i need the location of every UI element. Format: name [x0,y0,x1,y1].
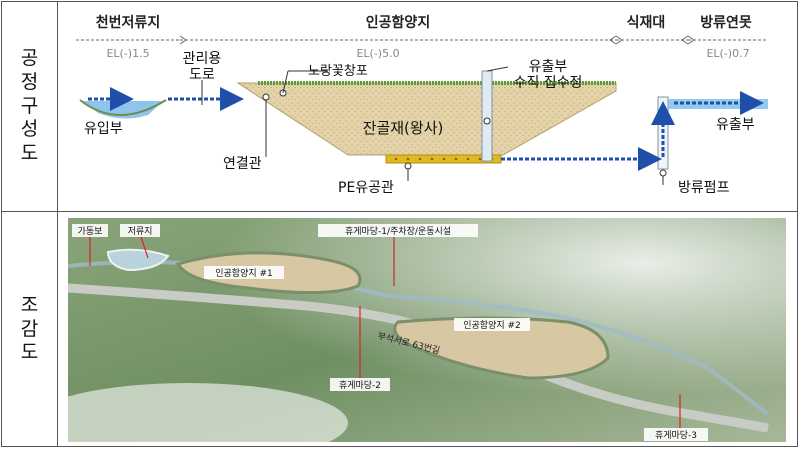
callout-mgmt-road-1: 관리용 [183,51,222,67]
aerial-label-weir: 가동보 [78,226,103,237]
callout-outlet-1: 유출부 [529,59,568,75]
row-label-aerial: 조 감 도 [2,212,57,447]
callout-mgmt-road-2: 도로 [189,67,215,83]
row-label-char: 공 [21,47,38,71]
row-label-char: 정 [21,71,38,95]
callout-discharge: 유출부 [716,117,755,133]
callout-outlet-2: 수직 집수정 [514,75,583,91]
aerial-view: 가동보 저류지 휴게마당-1/주차장/운동시설 인공함양지 #1 인공함양지 #… [68,218,786,442]
cross-section-diagram: 천번저류지 인공함양지 식재대 방류연못 EL(-)1.5 EL(-)5.0 E… [68,5,772,205]
elevation-right: EL(-)0.7 [706,47,749,60]
elevation-left: EL(-)1.5 [106,47,149,60]
zone-label-artificial-recharge: 인공함양지 [366,14,430,31]
aerial-label-rest-area-2: 휴게마당-2 [339,380,381,391]
row-label-char: 도 [21,142,38,166]
zone-label-planting: 식재대 [627,15,666,31]
aerial-label-reservoir: 저류지 [128,226,153,237]
vertical-collection-well [482,71,492,161]
callout-inlet: 유입부 [84,121,123,137]
elevation-middle: EL(-)5.0 [356,47,399,60]
row-label-char: 구 [21,95,38,119]
callout-pe-pipe: PE유공관 [338,180,394,196]
zone-label-stream-reservoir: 천번저류지 [96,15,160,31]
aerial-label-rest-area-1: 휴게마당-1/주차장/운동시설 [345,225,451,237]
row-label-char: 도 [21,341,38,365]
row-divider [1,211,798,212]
row-label-char: 성 [21,118,38,142]
aerial-label-rest-area-3: 휴게마당-3 [655,430,697,441]
row-label-process: 공 정 구 성 도 [2,2,57,211]
aerial-label-pond-1: 인공함양지 #1 [215,268,273,279]
callout-pump: 방류펌프 [678,180,730,196]
zone-label-discharge-pond: 방류연못 [700,14,752,31]
callout-liner: 노랑꽃창포 [308,64,368,79]
row-label-char: 감 [21,318,38,342]
row-label-char: 조 [21,294,38,318]
callout-connector: 연결관 [223,156,262,172]
callout-fill-material: 잔골재(왕사) [363,119,444,137]
aerial-label-pond-2: 인공함양지 #2 [463,320,521,331]
label-column-divider [57,1,58,447]
